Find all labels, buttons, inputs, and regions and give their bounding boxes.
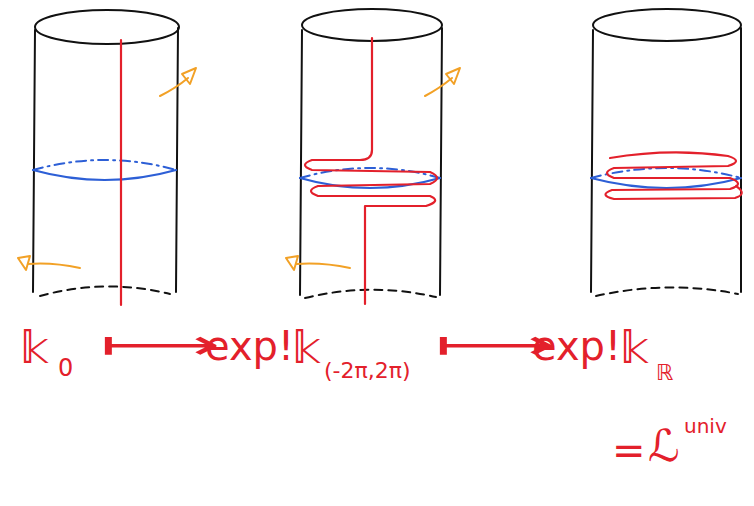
- sheaf-symbol: ℒ: [648, 424, 680, 468]
- subscript: ℝ: [656, 362, 673, 384]
- subscript: 0: [58, 356, 73, 380]
- field-symbol: 𝕜: [20, 326, 49, 370]
- subscript: (-2π,2π): [324, 360, 411, 382]
- superscript: univ: [684, 416, 727, 436]
- equals-sign: =: [612, 430, 646, 470]
- field-symbol: 𝕜: [620, 326, 649, 370]
- field-symbol: 𝕜: [292, 326, 321, 370]
- functor-name: exp!: [205, 326, 294, 366]
- cylinder: [18, 10, 196, 305]
- functor-name: exp!: [532, 326, 621, 366]
- cylinder: [286, 9, 460, 304]
- cylinder: [591, 9, 742, 296]
- maps-to-arrow: ⟼: [100, 324, 220, 366]
